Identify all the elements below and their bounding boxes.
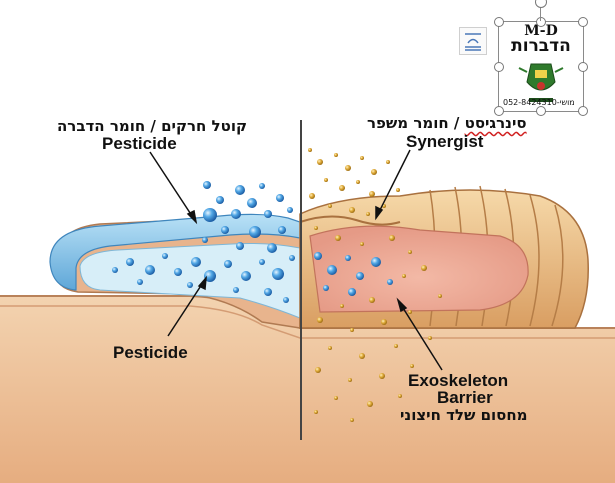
resize-handle-top-right[interactable] [578, 17, 588, 27]
logo-contact-text: 052-8424310-מושי [503, 98, 575, 107]
synergist-label: Synergist [406, 132, 484, 151]
pesticide-top-hebrew-label: קוטל חרקים / חומר הדברה [57, 117, 248, 135]
rotate-handle-stem [540, 6, 541, 21]
exoskeleton-hebrew-label: מחסום שלד חיצוני [400, 406, 528, 424]
synergist-particles [308, 148, 442, 422]
leader-lines [149, 149, 443, 371]
resize-handle-right[interactable] [578, 62, 588, 72]
resize-handle-bottom[interactable] [536, 106, 546, 116]
pest-control-emblem-icon [518, 63, 564, 102]
exoskeleton-label-line1: Exoskeleton [408, 371, 509, 390]
logo-image-selection[interactable]: M-D הדברות 052-8424310-מושי [494, 17, 588, 116]
pesticide-bottom-label: Pesticide [113, 343, 188, 362]
synergist-hebrew-word: סינרגיסט [464, 114, 527, 132]
resize-handle-left[interactable] [494, 62, 504, 72]
layout-options-glyph-icon [465, 33, 481, 51]
logo-hebrew-name: הדברות [511, 36, 571, 56]
pesticide-top-label: Pesticide [102, 134, 177, 153]
resize-handle-bottom-left[interactable] [494, 106, 504, 116]
pesticide-droplets [112, 181, 393, 303]
synergist-hebrew-suffix: / חומר משפר [367, 114, 465, 132]
resize-handle-bottom-right[interactable] [578, 106, 588, 116]
layout-options-icon[interactable] [459, 27, 487, 55]
exoskeleton-segments [299, 185, 589, 329]
resize-handle-top-left[interactable] [494, 17, 504, 27]
resize-handle-top[interactable] [536, 17, 546, 27]
synergist-hebrew-label: סינרגיסט / חומר משפר [367, 114, 527, 132]
rotate-handle[interactable] [535, 0, 547, 8]
exoskeleton-label-line2: Barrier [437, 388, 493, 407]
logo-title: M-D [524, 23, 558, 39]
